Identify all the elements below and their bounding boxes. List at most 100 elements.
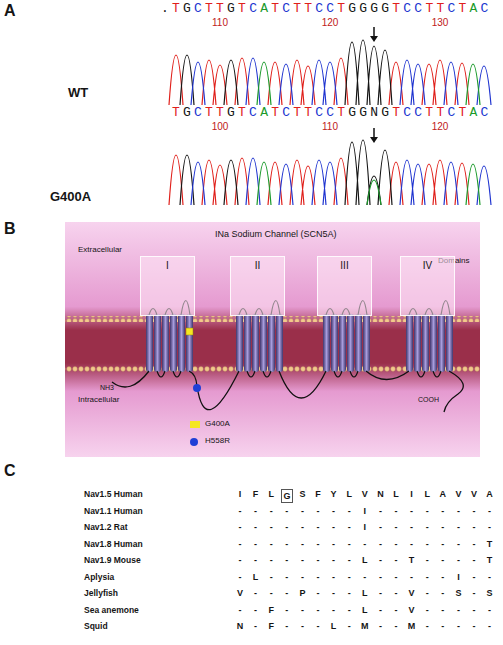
residue-cell: L	[424, 490, 430, 500]
residue-cell: -	[285, 556, 288, 566]
residue-cell: -	[348, 573, 351, 583]
residue-cell: -	[254, 507, 257, 517]
residue-cell: A	[440, 490, 447, 500]
base-letter: T	[271, 105, 282, 120]
residue-cell: -	[395, 622, 398, 632]
base-letter: C	[315, 1, 326, 16]
residue-cell: -	[348, 606, 351, 616]
panel-letter: A	[4, 2, 16, 20]
residue-cell: -	[332, 606, 335, 616]
residue-cell: -	[395, 523, 398, 533]
residue-cell: L	[393, 490, 399, 500]
position-number: 130	[432, 17, 449, 28]
base-letter: C	[403, 105, 414, 120]
domain-box: IV	[400, 256, 455, 316]
species-name: Sea anemone	[84, 606, 139, 615]
position-number: 110	[212, 17, 228, 28]
residue-cell: P	[299, 589, 305, 599]
base-letter: T	[205, 1, 216, 16]
base-letter: C	[282, 105, 293, 120]
base-letter: G	[381, 1, 392, 16]
residue-cell: -	[270, 556, 273, 566]
residue-cell: I	[364, 507, 367, 517]
residue-cell: -	[395, 606, 398, 616]
base-letter: A	[469, 105, 480, 120]
base-letter: N	[370, 105, 381, 120]
residue-cell: -	[317, 622, 320, 632]
residue-cell: -	[317, 507, 320, 517]
species-name: Nav1.2 Rat	[84, 523, 127, 532]
base-letter: C	[326, 105, 337, 120]
base-letter: G	[359, 105, 370, 120]
residue-cell: -	[239, 606, 242, 616]
residue-cell: A	[486, 490, 493, 500]
residue-cell: -	[270, 507, 273, 517]
residue-cell: -	[301, 573, 304, 583]
residue-cell: -	[317, 573, 320, 583]
base-letter: G	[227, 1, 238, 16]
base-letter: T	[293, 105, 304, 120]
highlight-box: G	[281, 489, 293, 503]
residue-cell: -	[285, 523, 288, 533]
residue-cell: -	[473, 606, 476, 616]
base-letter: T	[436, 1, 447, 16]
residue-cell: -	[426, 556, 429, 566]
position-number: 120	[322, 17, 339, 28]
terminus-label: COOH	[418, 396, 439, 404]
residue-cell: V	[455, 490, 461, 500]
residue-cell: -	[441, 622, 444, 632]
residue-cell: -	[441, 540, 444, 550]
base-letter: T	[392, 1, 403, 16]
residue-cell: -	[473, 589, 476, 599]
base-letter: C	[414, 105, 425, 120]
residue-cell: Y	[331, 490, 337, 500]
base-letter: T	[216, 1, 227, 16]
residue-cell: -	[285, 606, 288, 616]
residue-cell: -	[426, 606, 429, 616]
base-letter: G	[227, 105, 238, 120]
residue-cell: -	[254, 556, 257, 566]
base-letter: C	[249, 1, 260, 16]
node-text: G	[282, 490, 292, 502]
base-letter: C	[326, 1, 337, 16]
base-letter: G	[370, 1, 381, 16]
residue-cell: -	[254, 589, 257, 599]
residue-cell: -	[426, 622, 429, 632]
residue-cell: -	[332, 573, 335, 583]
node-text: III	[318, 260, 371, 271]
residue-cell: -	[441, 573, 444, 583]
residue-cell: -	[379, 606, 382, 616]
base-letter: T	[172, 105, 183, 120]
residue-cell: V	[409, 589, 415, 599]
residue-cell: -	[426, 523, 429, 533]
base-letter: G	[183, 1, 194, 16]
panel-letter: C	[4, 462, 16, 480]
species-name: Nav1.5 Human	[84, 490, 143, 499]
residue-cell: T	[409, 556, 415, 566]
residue-cell: F	[268, 622, 274, 632]
trace-label: G400A	[50, 190, 91, 204]
domain-box: II	[230, 256, 285, 316]
residue-cell: -	[301, 606, 304, 616]
residue-cell: -	[395, 573, 398, 583]
base-letter: T	[458, 105, 469, 120]
residue-cell: V	[409, 606, 415, 616]
residue-cell: -	[488, 622, 491, 632]
sequence-text: .TGCTTGTCATCTTCCTGGGGTCCTTCTAC	[161, 2, 491, 16]
residue-cell: -	[301, 556, 304, 566]
residue-cell: -	[332, 540, 335, 550]
species-name: Nav1.8 Human	[84, 540, 143, 549]
species-name: Aplysia	[84, 573, 114, 582]
residue-cell: -	[332, 556, 335, 566]
base-letter: T	[172, 1, 183, 16]
residue-cell: -	[457, 606, 460, 616]
residue-cell: -	[379, 540, 382, 550]
residue-cell: -	[457, 556, 460, 566]
residue-cell: -	[410, 507, 413, 517]
residue-cell: -	[301, 622, 304, 632]
residue-cell: -	[317, 556, 320, 566]
residue-cell: L	[253, 573, 259, 583]
residue-cell: N	[237, 622, 244, 632]
residue-cell: I	[239, 490, 242, 500]
region-label: Intracellular	[78, 396, 119, 405]
